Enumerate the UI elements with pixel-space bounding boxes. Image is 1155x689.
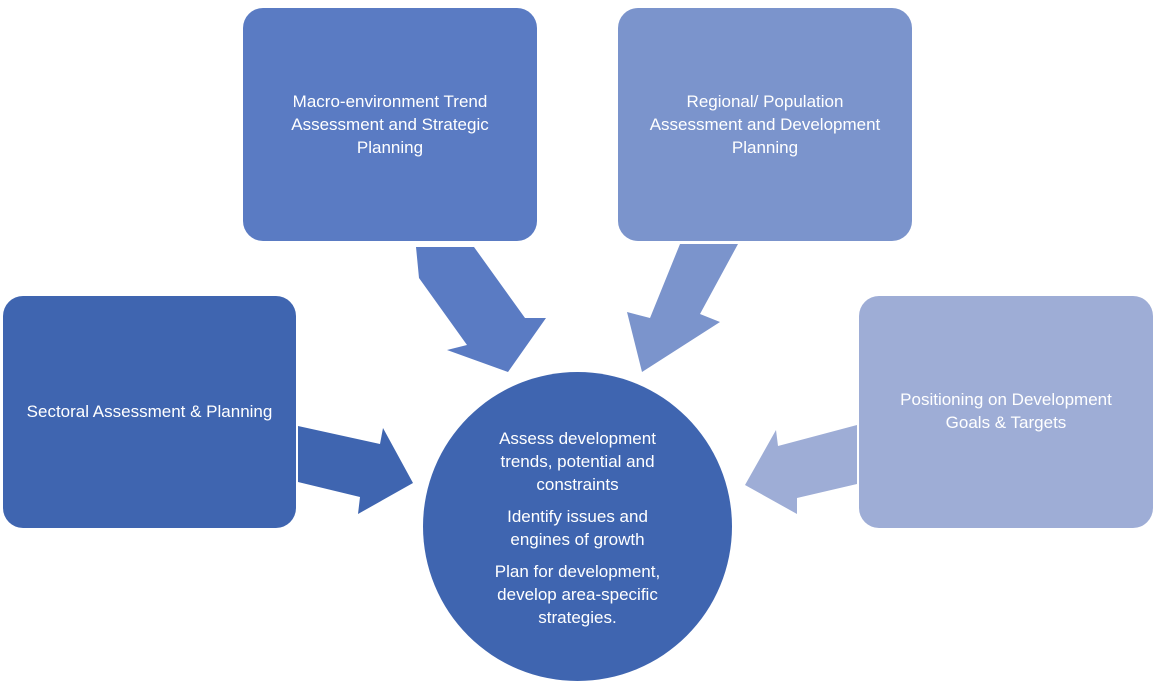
macro-environment-label: Macro-environment Trend Assessment and S… [291, 92, 489, 157]
center-item-plan: Plan for development, develop area-speci… [494, 562, 661, 627]
arrow-left [298, 426, 413, 514]
positioning-label: Positioning on Development Goals & Targe… [900, 390, 1112, 432]
arrow-right [745, 425, 857, 514]
sectoral-assessment-box: Sectoral Assessment & Planning [3, 296, 296, 528]
arrow-top-right [627, 244, 738, 372]
center-item-assess: Assess development trends, potential and… [499, 429, 656, 494]
positioning-box: Positioning on Development Goals & Targe… [859, 296, 1153, 528]
center-circle: Assess development trends, potential and… [423, 372, 732, 681]
regional-population-label: Regional/ Population Assessment and Deve… [649, 92, 881, 157]
regional-population-box: Regional/ Population Assessment and Deve… [618, 8, 912, 241]
sectoral-assessment-label: Sectoral Assessment & Planning [26, 402, 273, 421]
center-item-identify: Identify issues and engines of growth [507, 507, 648, 549]
arrow-top-left [416, 247, 546, 372]
center-items: Assess development trends, potential and… [463, 427, 692, 638]
macro-environment-box: Macro-environment Trend Assessment and S… [243, 8, 537, 241]
